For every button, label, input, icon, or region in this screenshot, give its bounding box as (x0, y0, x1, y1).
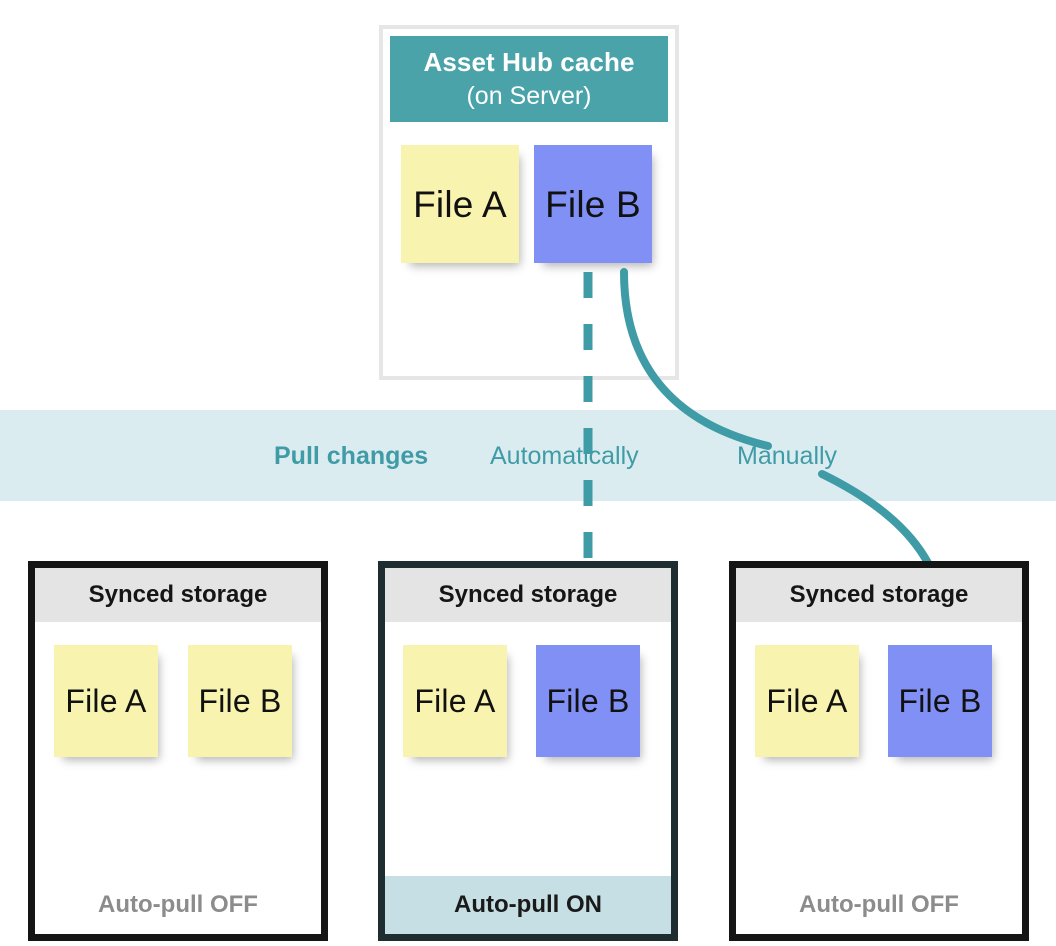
server-file-b-label: File B (545, 183, 641, 225)
server-file-a-note: File A (401, 145, 519, 263)
left-file-b-note: File B (188, 645, 292, 757)
manually-label: Manually (737, 442, 838, 470)
auto-pull-status-left: Auto-pull OFF (35, 876, 321, 934)
auto-pull-status-middle: Auto-pull ON (385, 876, 671, 934)
synced-storage-header-left: Synced storage (35, 568, 321, 622)
pull-changes-label: Pull changes (274, 442, 429, 470)
right-file-b-label: File B (898, 683, 982, 719)
synced-storage-header-right: Synced storage (736, 568, 1022, 622)
left-file-b-label: File B (198, 683, 282, 719)
left-file-a-label: File A (65, 683, 147, 719)
middle-file-b-note: File B (536, 645, 640, 757)
asset-hub-cache-subtitle: (on Server) (466, 82, 592, 110)
middle-file-b-label: File B (546, 683, 630, 719)
right-file-a-note: File A (755, 645, 859, 757)
auto-pull-status-right: Auto-pull OFF (736, 876, 1022, 934)
asset-hub-cache-title: Asset Hub cache (423, 47, 635, 77)
middle-file-a-label: File A (414, 683, 496, 719)
synced-storage-header-middle: Synced storage (385, 568, 671, 622)
server-file-b-note: File B (534, 145, 652, 263)
left-file-a-note: File A (54, 645, 158, 757)
right-file-b-note: File B (888, 645, 992, 757)
asset-hub-cache-header: Asset Hub cache (on Server) (390, 36, 668, 122)
server-file-a-label: File A (413, 183, 507, 225)
right-file-a-label: File A (766, 683, 848, 719)
middle-file-a-note: File A (403, 645, 507, 757)
automatically-label: Automatically (490, 442, 639, 470)
